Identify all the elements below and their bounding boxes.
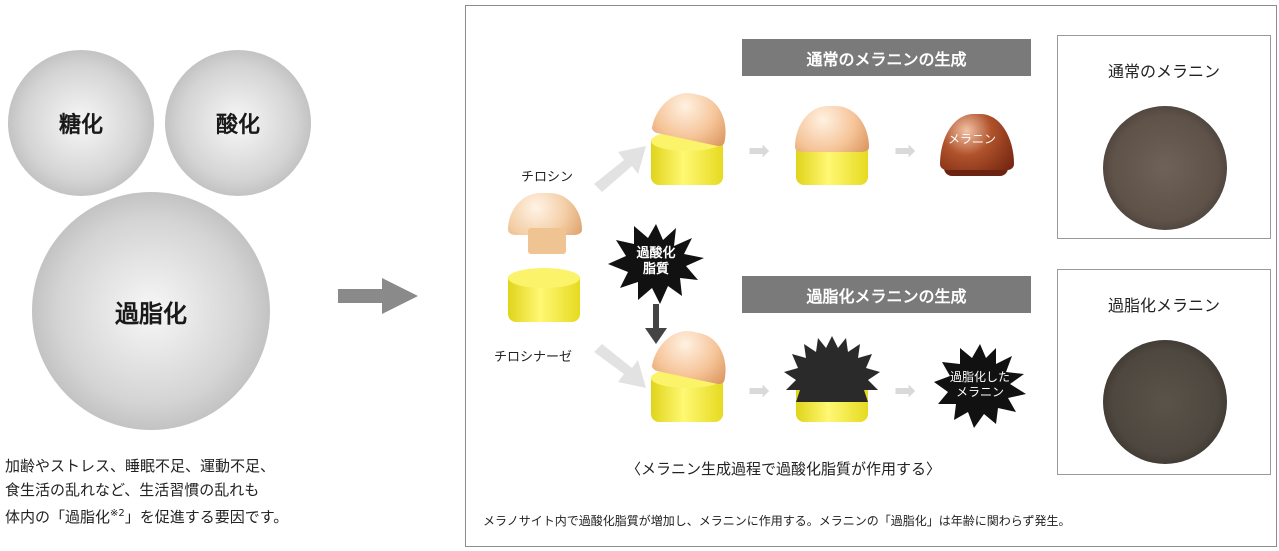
normal-melanin-banner: 通常のメラニンの生成 <box>742 39 1031 76</box>
melanin-process-panel: 通常のメラニンの生成 過脂化メラニンの生成 通常のメラニン 過脂化メラニン チロ… <box>465 5 1277 547</box>
normal-melanin-title: 通常のメラニン <box>1107 62 1220 81</box>
oxidation-circle: 酸化 <box>165 50 311 196</box>
lower-arrow-1-icon: ➡ <box>748 376 770 406</box>
upper-dome-2 <box>795 106 869 152</box>
overfat-circle: 過脂化 <box>32 192 270 430</box>
lower-cylinder-1 <box>651 368 723 422</box>
overfat-spiky-dome <box>784 336 880 402</box>
glycation-label: 糖化 <box>58 113 103 138</box>
bottom-note: メラノサイト内で過酸化脂質が増加し、メラニンに作用する。メラニンの「過脂化」は年… <box>483 514 1071 528</box>
overfat-melanin-banner: 過脂化メラニンの生成 <box>742 276 1031 313</box>
tyrosinase-label: チロシナーゼ <box>494 350 573 365</box>
normal-melanin-box: 通常のメラニン <box>1057 35 1271 239</box>
tyrosine-key <box>528 228 566 254</box>
melanin-label: メラニン <box>948 132 997 146</box>
upper-arrow-2-icon: ➡ <box>894 136 916 166</box>
lower-diagonal-arrow-icon <box>594 344 646 388</box>
left-caption: 加齢やストレス、睡眠不足、運動不足、 食生活の乱れなど、生活習慣の乱れも 体内の… <box>5 454 288 529</box>
normal-melanin-dish-image <box>1103 106 1227 230</box>
peroxidized-lipid-label: 過酸化 脂質 <box>636 246 676 277</box>
caption-line-2: 食生活の乱れなど、生活習慣の乱れも <box>5 481 260 499</box>
oxidation-label: 酸化 <box>215 113 260 138</box>
caption-line-1: 加齢やストレス、睡眠不足、運動不足、 <box>5 457 276 475</box>
overfat-melanin-burst <box>934 344 1026 428</box>
process-caption: 〈メラニン生成過程で過酸化脂質が作用する〉 <box>626 460 942 478</box>
down-arrow-icon <box>645 304 667 344</box>
upper-arrow-1-icon: ➡ <box>748 136 770 166</box>
overfat-melanin-label: 過脂化した メラニン <box>949 370 1010 399</box>
tyrosinase-cylinder <box>508 268 580 322</box>
overfat-melanin-box: 過脂化メラニン <box>1057 269 1271 475</box>
glycation-circle: 糖化 <box>8 50 154 196</box>
overfat-melanin-dish-image <box>1103 340 1227 464</box>
upper-cylinder-1 <box>651 131 723 185</box>
peroxidized-lipid-burst <box>608 224 704 304</box>
overfat-melanin-title: 過脂化メラニン <box>1107 296 1220 315</box>
overfat-label: 過脂化 <box>115 299 187 328</box>
right-arrow-icon <box>338 278 418 314</box>
lower-arrow-2-icon: ➡ <box>894 376 916 406</box>
upper-diagonal-arrow-icon <box>594 146 646 192</box>
tyrosine-label: チロシン <box>521 170 574 185</box>
caption-line-3: 体内の「過脂化※2」を促進する要因です。 <box>5 508 289 526</box>
